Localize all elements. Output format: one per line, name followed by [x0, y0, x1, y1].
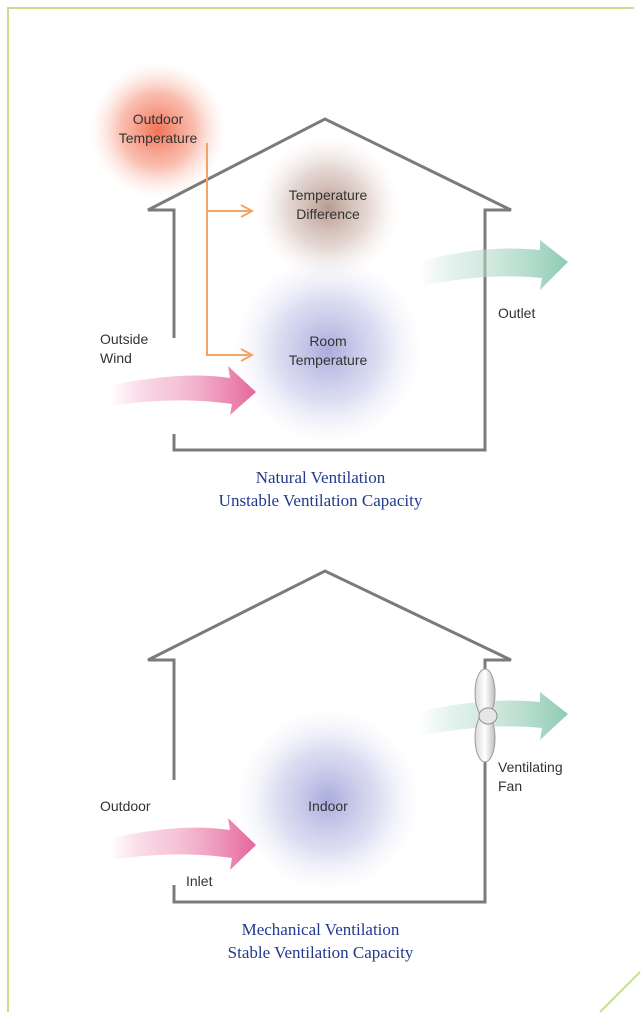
inlet-flow-arrow [110, 818, 256, 870]
inlet-label: Inlet [186, 873, 213, 889]
page-border [7, 7, 634, 1012]
indoor-label: Indoor [308, 798, 348, 814]
natural-ventilation-caption: Natural Ventilation Unstable Ventilation… [218, 468, 423, 510]
ventilating-fan-label: Ventilating Fan [498, 759, 563, 794]
outdoor-label: Outdoor [100, 798, 151, 814]
outside-wind-label: Outside Wind [100, 331, 149, 366]
outlet-label: Outlet [498, 305, 536, 321]
outlet-flow-arrow [420, 240, 568, 290]
temperature-difference-label: Temperature Difference [288, 187, 368, 222]
indoor-glow [236, 708, 420, 892]
house-outline-natural [147, 117, 512, 452]
outdoor-temperature-glow [90, 62, 226, 198]
mechanical-ventilation-caption: Mechanical Ventilation Stable Ventilatio… [227, 920, 414, 962]
temperature-difference-glow [256, 136, 400, 280]
page-border-corner [599, 971, 641, 1013]
temperature-connector-arrows [206, 143, 255, 362]
outdoor-temperature-label: Outdoor Temperature [118, 111, 198, 146]
room-temperature-label: Room Temperature [288, 333, 368, 368]
room-temperature-glow [233, 255, 423, 445]
ventilating-fan-icon [474, 668, 498, 763]
house-outline-mechanical [147, 569, 512, 904]
outside-wind-arrow [110, 366, 256, 415]
